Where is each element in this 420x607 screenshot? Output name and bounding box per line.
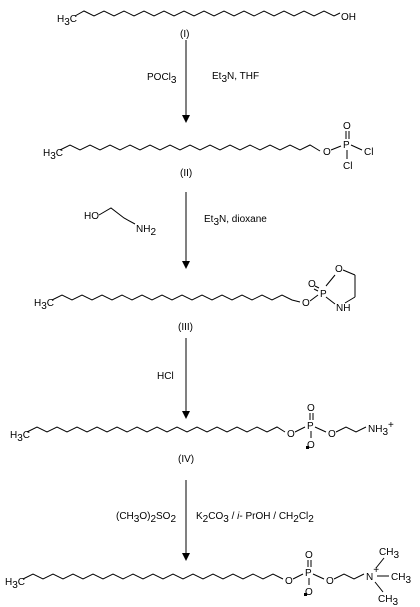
negative-charge-dot	[304, 593, 307, 596]
reagent-K2CO3-iPrOH-CH2Cl2: K2CO3 / i- PrOH / CH2Cl2	[196, 511, 314, 525]
atom-O-double: O	[343, 121, 351, 132]
bond	[294, 426, 306, 433]
methyl-bottom: CH3	[378, 594, 398, 607]
methyl-group: H3C	[43, 148, 63, 162]
ring-bond	[342, 269, 356, 276]
methyl-group: H3C	[57, 14, 77, 28]
svg-text:NH2: NH2	[136, 224, 156, 238]
methyl-top: CH3	[379, 547, 399, 561]
bond	[350, 144, 363, 151]
hydroxyl-group: OH	[341, 12, 356, 23]
double-bond	[314, 285, 320, 289]
carbon-chain	[74, 10, 341, 17]
ammonium-group: NH3+	[368, 420, 394, 438]
atom-P: P	[320, 289, 327, 300]
methyl-group: H3C	[10, 430, 30, 444]
carbon-chain	[59, 144, 321, 152]
bond	[375, 557, 385, 569]
atom-O-link: O	[285, 576, 293, 587]
atom-N-quaternary: N+	[366, 565, 379, 583]
carbon-chain	[51, 294, 301, 303]
carbon-chain	[26, 426, 286, 433]
negative-charge-dot	[306, 446, 309, 449]
bond	[312, 573, 325, 580]
compound-III: H3C O P O O NH	[34, 264, 356, 314]
double-bond	[313, 288, 319, 292]
atom-O-double: O	[307, 403, 315, 414]
compound-V: H3C O P O O O N+ CH3 CH3 CH3	[5, 547, 411, 607]
methyl-group: H3C	[34, 298, 54, 312]
atom-Cl: Cl	[364, 147, 373, 158]
compound-label-I: (I)	[180, 29, 189, 40]
atom-P: P	[343, 140, 350, 151]
atom-O-link: O	[302, 298, 310, 309]
carbon-chain	[22, 573, 284, 580]
compound-IV: H3C O P O O O NH3+	[10, 403, 394, 451]
atom-O-ester: O	[328, 429, 336, 440]
atom-O-ester: O	[326, 576, 334, 587]
reagent-ethanolamine: HO NH2	[84, 207, 156, 238]
atom-O-ring: O	[335, 264, 343, 275]
atom-O-negative: O	[307, 440, 315, 451]
methyl-right: CH3	[391, 572, 411, 586]
ethyl-chain	[333, 573, 365, 580]
compound-label-IV: (IV)	[178, 454, 194, 465]
compound-I: H3C OH	[57, 10, 356, 28]
reagent-dimethyl-sulfate: (CH3O)2SO2	[116, 511, 176, 525]
atom-O-double: O	[308, 279, 316, 290]
compound-label-II: (II)	[180, 168, 192, 179]
ethyl-chain	[335, 426, 367, 433]
compound-II: H3C O P O Cl Cl	[43, 121, 373, 172]
bond	[314, 426, 327, 433]
reagent-Et3N-dioxane: Et3N, dioxane	[204, 214, 267, 228]
reagent-Et3N-THF: Et3N, THF	[212, 71, 259, 85]
bond	[330, 145, 342, 151]
reagent-HCl: HCl	[157, 371, 174, 382]
ring-bond	[325, 274, 336, 287]
atom-O-negative: O	[305, 587, 313, 598]
bond	[309, 294, 319, 302]
atom-O-link: O	[323, 147, 331, 158]
atom-P: P	[305, 568, 312, 579]
ring-bond	[325, 296, 336, 305]
atom-P: P	[307, 421, 314, 432]
svg-text:HO: HO	[84, 211, 99, 222]
atom-Cl: Cl	[343, 161, 352, 172]
atom-O-double: O	[305, 550, 313, 561]
bond	[292, 573, 304, 580]
bond	[374, 581, 384, 593]
reagent-POCl3: POCl3	[147, 72, 177, 86]
atom-O-link: O	[287, 429, 295, 440]
methyl-group: H3C	[5, 577, 25, 591]
atom-N-ring: NH	[336, 303, 350, 314]
ring-bond	[344, 296, 356, 304]
compound-label-III: (III)	[178, 322, 193, 333]
